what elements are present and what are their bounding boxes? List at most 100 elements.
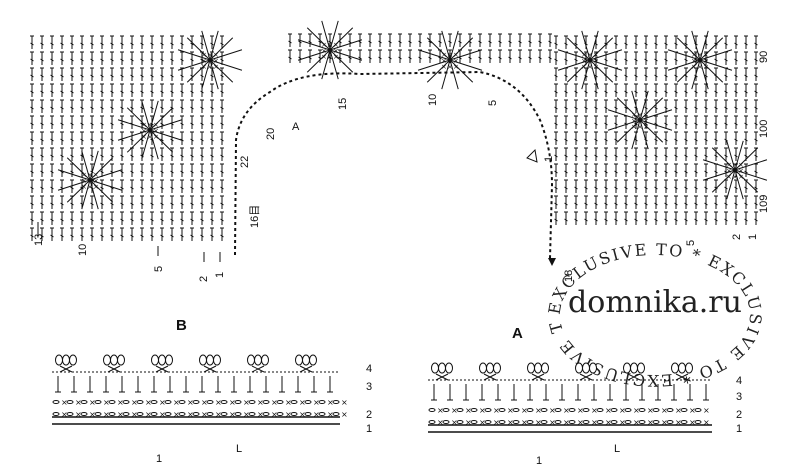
svg-text:×: × [643,117,649,125]
svg-text:×: × [87,183,93,191]
svg-text:×: × [453,51,459,59]
svg-text:×: × [535,418,542,427]
marker-16: 16目 [249,205,261,228]
svg-text:×: × [703,406,710,415]
svg-text:×: × [549,406,556,415]
svg-text:×: × [285,410,292,419]
watermark-site: domnika.ru [568,285,742,320]
edging-a-title: A [512,325,523,342]
svg-text:×: × [691,57,697,65]
svg-text:×: × [213,51,219,59]
svg-text:×: × [61,410,68,419]
svg-text:×: × [689,406,696,415]
svg-text:×: × [605,406,612,415]
svg-text:×: × [675,418,682,427]
svg-text:×: × [257,398,264,407]
svg-text:×: × [89,398,96,407]
svg-text:×: × [647,406,654,415]
edging-b-row-4: 4 [366,363,372,375]
svg-text:×: × [215,398,222,407]
svg-text:×: × [201,51,207,59]
svg-text:×: × [703,63,709,71]
svg-text:×: × [631,123,637,131]
svg-text:×: × [507,406,514,415]
row-label-15: 15 [337,98,349,110]
svg-text:×: × [103,410,110,419]
marker-A-chart: A [292,121,300,133]
svg-text:×: × [453,57,459,65]
svg-text:×: × [447,63,453,71]
row-label-5-mid: 5 [487,100,499,106]
neckline-edge [234,70,554,259]
svg-text:×: × [563,418,570,427]
svg-text:×: × [87,177,93,185]
svg-text:×: × [691,63,697,71]
svg-text:×: × [93,177,99,185]
svg-text:×: × [591,418,598,427]
svg-text:×: × [593,63,599,71]
fan-motifs: ××××××××××××××××××××××××××××××××××××××××… [57,20,768,210]
row-label-1-right: 1 [747,234,759,240]
svg-text:×: × [103,398,110,407]
svg-text:×: × [299,398,306,407]
row-label-10-mid: 10 [427,94,439,106]
svg-text:×: × [605,418,612,427]
svg-text:×: × [732,173,738,181]
edging-b-row-3: 3 [366,381,372,393]
svg-text:×: × [327,398,334,407]
svg-text:×: × [451,406,458,415]
watermark-circle-text: EXCLUSIVE TO * EXCLUSIVE TO * EXCLUSIVE … [0,0,763,390]
svg-text:×: × [299,410,306,419]
edging-b-row-2: 2 [366,409,372,421]
row-label-20: 20 [265,128,277,140]
svg-text:×: × [321,47,327,55]
svg-text:×: × [145,410,152,419]
watermark: EXCLUSIVE TO * EXCLUSIVE TO * EXCLUSIVE … [0,0,763,390]
svg-text:×: × [141,127,147,135]
svg-text:×: × [243,398,250,407]
svg-text:×: × [493,418,500,427]
svg-text:×: × [285,398,292,407]
svg-text:×: × [619,418,626,427]
svg-text:×: × [201,57,207,65]
row-label-13: 13 [33,234,45,246]
svg-text:×: × [581,57,587,65]
row-label-1-mid: 1 [543,156,555,162]
svg-text:×: × [732,161,738,169]
start-triangle-icon [548,258,556,266]
row-label-1: 1 [214,272,226,278]
svg-text:×: × [507,418,514,427]
edging-a-repeat: 1 [536,455,542,467]
svg-text:×: × [131,410,138,419]
svg-text:×: × [93,183,99,191]
svg-text:×: × [465,418,472,427]
svg-text:×: × [447,51,453,59]
svg-text:×: × [581,51,587,59]
row-label-10: 10 [77,244,89,256]
svg-text:×: × [141,121,147,129]
svg-text:×: × [187,410,194,419]
svg-text:×: × [145,398,152,407]
svg-text:×: × [333,47,339,55]
left-row-arrows [37,222,221,262]
svg-text:×: × [81,171,87,179]
edging-b: B ××××××××××××××××××××××××××××××××××××××… [52,317,372,465]
svg-text:×: × [437,418,444,427]
svg-text:×: × [213,57,219,65]
svg-text:×: × [341,398,348,407]
svg-text:×: × [703,57,709,65]
row-label-90: 90 [758,51,770,63]
edging-a: A ××××××××××××××××××××××××××××××××××××××… [428,325,742,467]
svg-text:×: × [153,133,159,141]
svg-text:×: × [661,406,668,415]
svg-text:×: × [587,57,593,65]
svg-text:×: × [661,418,668,427]
svg-text:×: × [493,406,500,415]
svg-text:×: × [633,406,640,415]
svg-text:×: × [159,398,166,407]
svg-text:×: × [593,57,599,65]
svg-text:×: × [631,111,637,119]
svg-text:×: × [201,410,208,419]
edging-a-start: L [614,443,620,455]
